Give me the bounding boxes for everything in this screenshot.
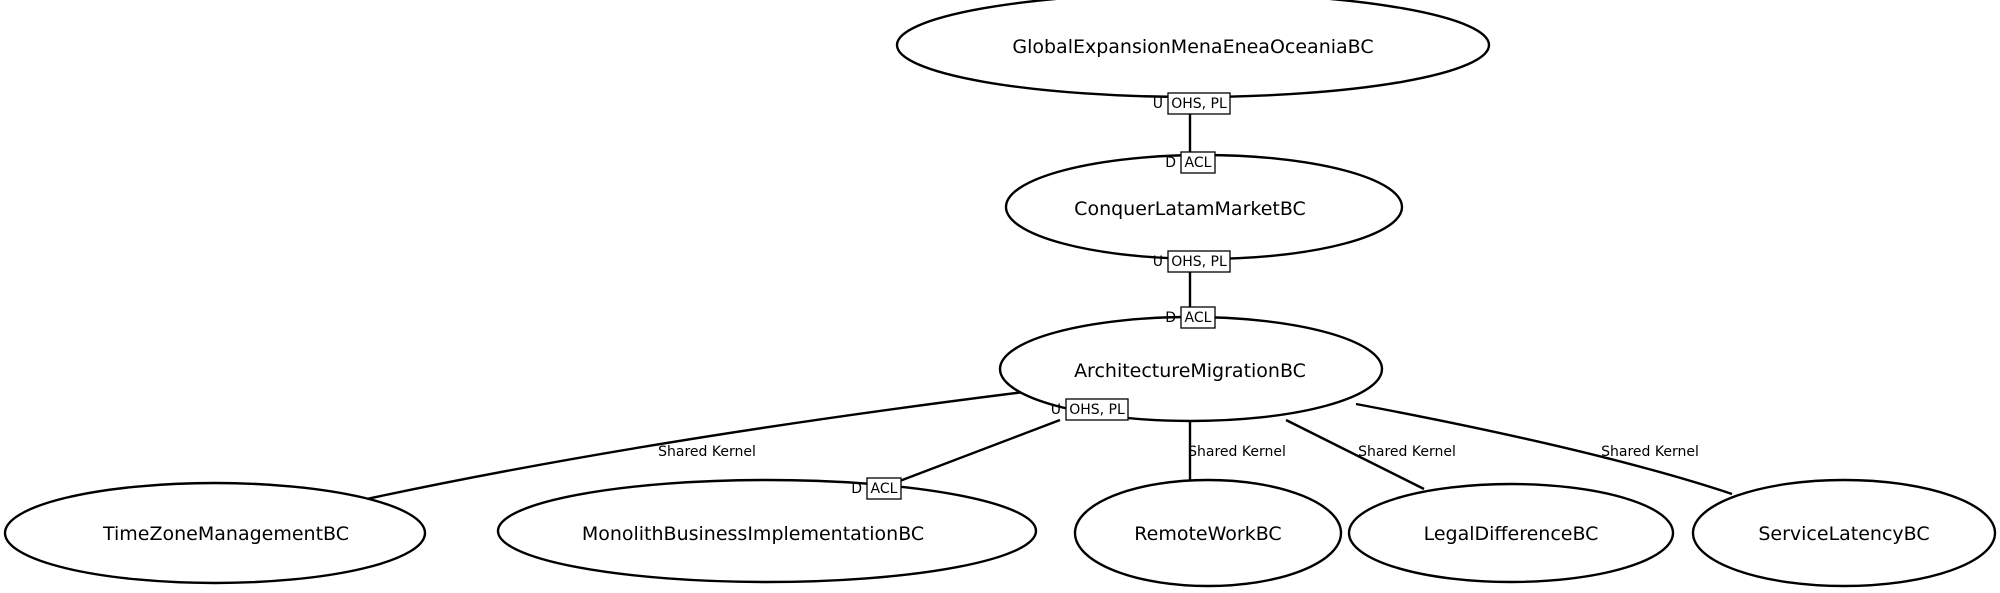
- edge-arch-timezone: [361, 390, 1025, 502]
- node-service-latency[interactable]: ServiceLatencyBC: [1691, 478, 1997, 588]
- node-label: ConquerLatamMarketBC: [1074, 198, 1306, 220]
- node-label: MonolithBusinessImplementationBC: [582, 523, 924, 545]
- svg-text:OHS, PL: OHS, PL: [1171, 254, 1227, 270]
- edge-arch-legal: [1285, 418, 1425, 491]
- upstream-role-label: U: [1153, 96, 1163, 112]
- node-label: GlobalExpansionMenaEneaOceaniaBC: [1012, 36, 1373, 58]
- upstream-role-label: U: [1051, 402, 1061, 418]
- svg-text:ACL: ACL: [1185, 310, 1212, 326]
- node-architecture-migration[interactable]: ArchitectureMigrationBC: [998, 315, 1384, 423]
- upstream-pattern-box: OHS, PL: [1167, 92, 1231, 115]
- node-label: RemoteWorkBC: [1134, 523, 1281, 545]
- edge-label-shared-kernel: Shared Kernel: [658, 444, 756, 460]
- edge-label-shared-kernel: Shared Kernel: [1601, 444, 1699, 460]
- svg-text:OHS, PL: OHS, PL: [1069, 402, 1125, 418]
- downstream-role-label: D: [1165, 310, 1176, 326]
- edge-label-shared-kernel: Shared Kernel: [1358, 444, 1456, 460]
- svg-text:ACL: ACL: [871, 481, 898, 497]
- node-label: ArchitectureMigrationBC: [1074, 360, 1306, 382]
- node-global-expansion[interactable]: GlobalExpansionMenaEneaOceaniaBC: [895, 0, 1491, 99]
- node-label: LegalDifferenceBC: [1424, 523, 1599, 545]
- node-label: TimeZoneManagementBC: [102, 523, 349, 545]
- edge-arch-latency: [1355, 402, 1733, 496]
- upstream-role-label: U: [1153, 254, 1163, 270]
- upstream-pattern-box: OHS, PL: [1167, 250, 1231, 273]
- svg-text:OHS, PL: OHS, PL: [1171, 96, 1227, 112]
- edge-arch-monolith: [896, 418, 1061, 484]
- node-remote-work[interactable]: RemoteWorkBC: [1073, 478, 1343, 588]
- downstream-pattern-box: ACL: [866, 477, 902, 500]
- edge-label-shared-kernel: Shared Kernel: [1188, 444, 1286, 460]
- upstream-pattern-box: OHS, PL: [1065, 398, 1129, 421]
- downstream-pattern-box: ACL: [1180, 306, 1216, 329]
- node-legal-difference[interactable]: LegalDifferenceBC: [1347, 482, 1675, 584]
- node-timezone-management[interactable]: TimeZoneManagementBC: [3, 481, 427, 585]
- svg-text:ACL: ACL: [1185, 155, 1212, 171]
- downstream-pattern-box: ACL: [1180, 151, 1216, 174]
- node-monolith-business[interactable]: MonolithBusinessImplementationBC: [496, 478, 1038, 584]
- downstream-role-label: D: [1165, 155, 1176, 171]
- node-label: ServiceLatencyBC: [1758, 523, 1929, 545]
- downstream-role-label: D: [851, 481, 862, 497]
